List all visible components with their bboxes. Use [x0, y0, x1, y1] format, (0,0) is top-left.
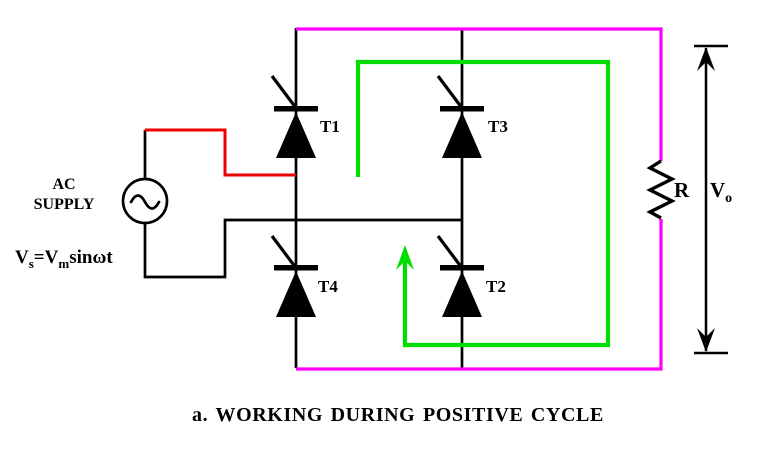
thyristor-t1 — [270, 75, 318, 158]
vo-v: V — [710, 178, 725, 202]
formula-sin-term: sinωt — [69, 247, 113, 268]
output-voltage-label: Vo — [710, 178, 732, 206]
formula-sub-m: m — [58, 256, 69, 271]
arrow-down-icon — [697, 328, 715, 352]
t1-cathode-bar — [274, 106, 318, 112]
formula-v: V — [15, 247, 29, 268]
load-resistor — [646, 159, 676, 220]
resistor-zigzag — [646, 159, 676, 220]
thyristor-t2 — [436, 235, 484, 317]
arrow-up-icon — [697, 47, 715, 71]
vo-sub-o: o — [725, 191, 732, 206]
output-voltage-arrow — [694, 44, 728, 355]
thyristor-t4 — [270, 235, 318, 317]
t3-gate-wire — [436, 75, 464, 109]
t1-gate-wire — [270, 75, 298, 109]
positive-cycle-current-path — [355, 59, 611, 348]
t2-cathode-bar — [440, 265, 484, 271]
t2-anode-triangle — [442, 271, 482, 317]
t1-anode-triangle — [276, 112, 316, 158]
ac-source-circle — [121, 177, 169, 225]
ac-supply-label-line2: SUPPLY — [34, 196, 95, 213]
ac-source — [121, 177, 169, 225]
t3-cathode-bar — [440, 106, 484, 112]
ac-supply-label-line1: AC — [52, 176, 75, 193]
current-direction-arrowhead-icon — [396, 245, 414, 270]
ac-bottom-terminal-wire — [143, 218, 462, 279]
t3-anode-triangle — [442, 112, 482, 158]
t2-gate-wire — [436, 235, 464, 269]
formula-sub-s: s — [29, 256, 34, 271]
source-voltage-formula: Vs=Vmsinωt — [15, 247, 113, 271]
formula-equals-v: =V — [34, 247, 59, 268]
figure-caption: a. WORKING DURING POSITIVE CYCLE — [192, 404, 604, 426]
t4-cathode-bar — [274, 265, 318, 271]
thyristor-t3 — [436, 75, 484, 158]
current-path-wire — [355, 59, 611, 348]
output-loop-bottom-wire — [296, 219, 663, 371]
t1-label: T1 — [320, 117, 340, 136]
t3-label: T3 — [488, 117, 508, 136]
resistor-label: R — [674, 178, 690, 202]
t4-gate-wire — [270, 235, 298, 269]
output-loop-top-wire — [296, 27, 663, 161]
t2-label: T2 — [486, 277, 506, 296]
sine-wave-icon — [129, 194, 161, 210]
supply-to-bridge-red-wire — [145, 128, 296, 177]
t4-label: T4 — [318, 277, 338, 296]
t4-anode-triangle — [276, 271, 316, 317]
